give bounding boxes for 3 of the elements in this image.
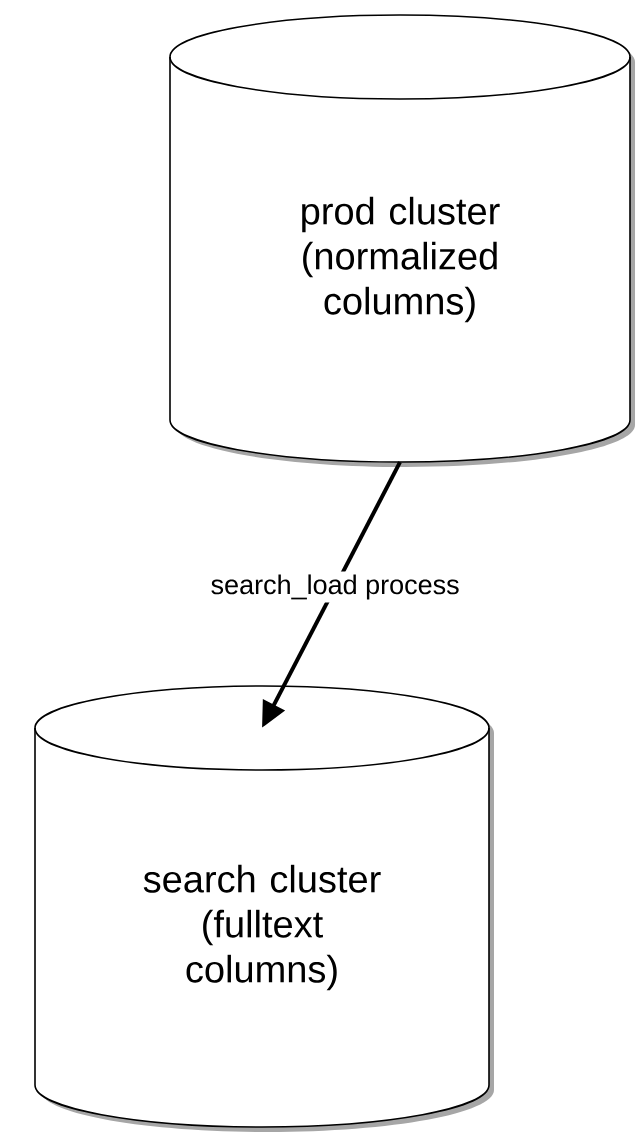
database-cylinder: search cluster (fulltext columns) bbox=[34, 685, 494, 1132]
edge-label: search_load process bbox=[207, 571, 463, 603]
database-cylinder: prod cluster (normalized columns) bbox=[169, 14, 635, 467]
